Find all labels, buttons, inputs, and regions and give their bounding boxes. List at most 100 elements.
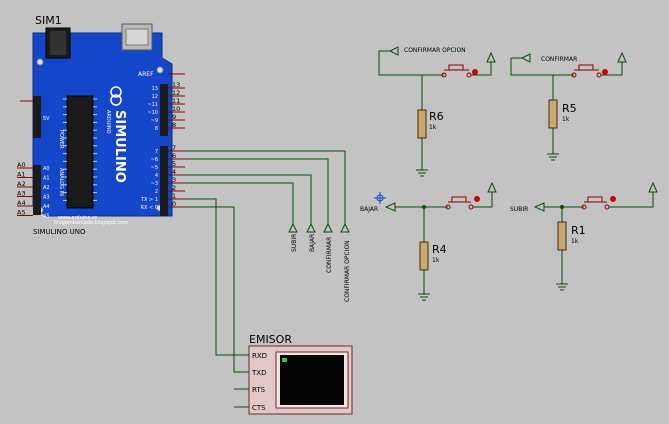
aref-label: AREF: [138, 71, 154, 78]
resistor-r5[interactable]: [548, 99, 558, 129]
digital-pin-board-label: ~5: [151, 165, 158, 171]
terminal-icon: [288, 222, 298, 233]
button-contact: [441, 72, 447, 78]
terminal-bajar[interactable]: BAJAR: [306, 222, 316, 252]
arduino-signal-wires: [185, 150, 346, 373]
infinity-logo-icon: [110, 86, 122, 106]
terminal-subir[interactable]: SUBIR: [288, 222, 298, 252]
analog-pin-board-label: A5: [43, 214, 50, 220]
digital-pin-number: 4: [172, 168, 176, 176]
wire: [473, 192, 493, 208]
virtual-terminal[interactable]: EMISOR RXD TXD RTS CTS: [234, 333, 353, 415]
usb-inner: [125, 28, 149, 46]
confirmar-label: CONFIRMAR: [541, 56, 577, 63]
terminal-confirmar-opcion[interactable]: CONFIRMAR OPCION: [340, 222, 351, 302]
terminal-ref: EMISOR: [249, 333, 292, 346]
button-state-icon: [602, 69, 608, 75]
digital-pin-board-label: ~10: [147, 110, 158, 116]
digital-pin-number: 7: [172, 144, 176, 152]
analog-in-label: ANALOG IN: [58, 168, 64, 196]
circuit-confirmar: CONFIRMAR R5 1k: [510, 51, 627, 161]
wire-tx-rxd: [185, 198, 249, 356]
digital-pin[interactable]: 12 12: [152, 89, 185, 100]
digital-header-bottom: [160, 146, 168, 216]
board-body: [32, 32, 173, 217]
arduino-ref: SIM1: [35, 14, 62, 27]
button-state-icon: [472, 69, 478, 75]
mount-hole: [36, 58, 44, 66]
r5-value: 1k: [562, 116, 570, 123]
button-cap: [451, 196, 467, 203]
r5-ref: R5: [562, 102, 577, 115]
r4-ref: R4: [432, 243, 447, 256]
arduino-board[interactable]: SIM1 SIMULINO ARDUINO www.arduino.cc blo…: [17, 14, 185, 236]
power-terminal-icon: [648, 181, 658, 193]
digital-pin-board-label: 12: [152, 94, 158, 100]
digital-header-top: [160, 84, 168, 136]
terminal-pin-rts: RTS: [252, 386, 266, 394]
power-label: POWER: [58, 130, 64, 149]
digital-pin-number: 12: [172, 89, 180, 97]
chip-legs: [63, 98, 97, 201]
microcontroller-chip: [66, 95, 94, 209]
wire-pin7-confirmar-opcion: [185, 150, 346, 224]
digital-pin-board-label: 4: [155, 173, 158, 179]
analog-pin-outer-label: A1: [17, 171, 26, 179]
digital-pin-number: 11: [172, 97, 180, 105]
power-terminal-icon: [617, 51, 627, 63]
terminal-icon: [323, 222, 333, 233]
digital-pin-number: 2: [172, 184, 176, 192]
digital-pin-number: 3: [172, 176, 176, 184]
terminal-icon: [384, 202, 396, 212]
bajar-label: BAJAR: [360, 206, 378, 213]
pushbutton-confirmar-opcion[interactable]: [441, 64, 478, 78]
ground-icon: [416, 169, 428, 177]
analog-pin-board-label: A3: [43, 195, 50, 201]
terminal-bajar-label: BAJAR: [309, 234, 316, 252]
terminal-icon: [520, 53, 531, 63]
analog-pin-outer-label: A5: [17, 209, 26, 217]
terminal-screen: [280, 355, 344, 405]
button-contact: [596, 72, 602, 78]
digital-pin-number: 1: [172, 192, 176, 200]
pushbutton-confirmar[interactable]: [571, 64, 608, 78]
button-cap: [448, 64, 464, 71]
board-name: SIMULINO UNO: [33, 228, 86, 236]
button-contact: [445, 204, 451, 210]
r6-ref: R6: [429, 110, 444, 123]
button-contact: [571, 72, 577, 78]
confirmar-opcion-label: CONFIRMAR OPCION: [404, 47, 466, 54]
analog-pin-board-label: A1: [43, 176, 50, 182]
resistor-r1[interactable]: [557, 221, 567, 251]
terminal-confirmar[interactable]: CONFIRMAR: [323, 222, 333, 273]
resistor-r4[interactable]: [419, 241, 429, 271]
digital-pin-number: 5: [172, 160, 176, 168]
resistor-r6[interactable]: [417, 109, 427, 139]
wire: [609, 192, 654, 208]
circuit-bajar: BAJAR R4 1k: [360, 181, 497, 301]
pushbutton-subir[interactable]: [581, 196, 616, 210]
analog-pin-outer-label: A3: [17, 190, 26, 198]
digital-pin[interactable]: ~5 5: [151, 160, 185, 171]
pushbutton-bajar[interactable]: [445, 196, 480, 210]
r4-value: 1k: [432, 257, 440, 264]
digital-pin-board-label: 7: [155, 149, 158, 155]
